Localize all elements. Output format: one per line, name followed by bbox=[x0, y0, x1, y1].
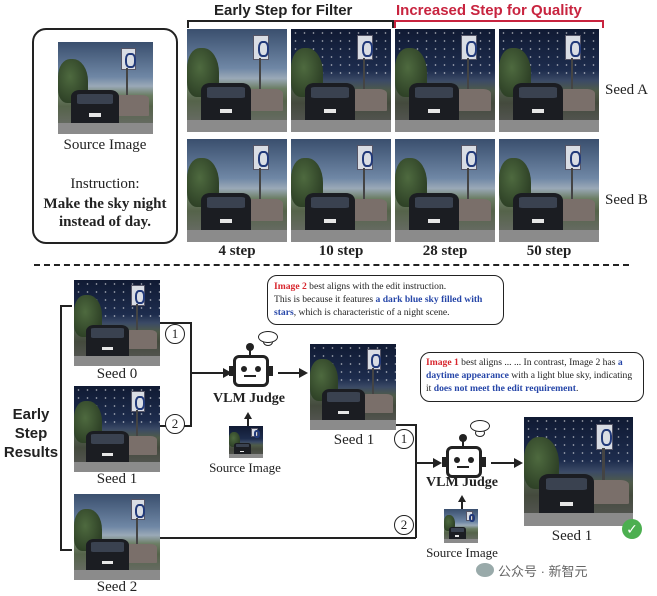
connector-vertical-1 bbox=[190, 322, 192, 426]
bubble2-image-ref: Image 1 bbox=[426, 357, 459, 368]
grid-image-a-28 bbox=[395, 29, 495, 132]
seed-a-label: Seed A bbox=[605, 82, 648, 98]
header-increased-step: Increased Step for Quality bbox=[396, 2, 582, 19]
bubble1-highlight: a dark blue sky filled with stars bbox=[274, 294, 483, 318]
seed-0-image bbox=[74, 280, 160, 366]
circle-2-judge2: 2 bbox=[394, 515, 414, 535]
judge1-response-bubble: Image 2 best aligns with the edit instru… bbox=[267, 275, 504, 325]
vlm-judge-label-1: VLM Judge bbox=[213, 391, 285, 406]
seed-1-image bbox=[74, 386, 160, 472]
seed-2-image bbox=[74, 494, 160, 580]
source-panel bbox=[32, 28, 178, 244]
circle-1-judge2: 1 bbox=[394, 429, 414, 449]
grid-image-b-4 bbox=[187, 139, 287, 242]
connector-to-judge1 bbox=[190, 372, 223, 374]
source-image bbox=[58, 42, 153, 134]
source-image-caption: Source Image bbox=[63, 137, 147, 153]
brace-filter bbox=[187, 20, 394, 28]
vlm-judge-label-2: VLM Judge bbox=[426, 475, 498, 490]
early-results-bracket bbox=[60, 305, 72, 551]
connector-src-1 bbox=[247, 418, 249, 426]
grid-image-a-10 bbox=[291, 29, 391, 132]
connector-seed2 bbox=[160, 537, 416, 539]
winner1-caption: Seed 1 bbox=[333, 432, 375, 448]
robot-ear-right-2 bbox=[482, 457, 486, 467]
judge2-response-bubble: Image 1 best aligns ... ... In contrast,… bbox=[420, 352, 644, 402]
bubble2-text-b: with a light blue sky, indicating it bbox=[426, 370, 633, 394]
final-winner-image bbox=[524, 417, 633, 526]
bubble1-text-a: best aligns with the edit instruction. bbox=[306, 281, 447, 292]
robot-ear-right-1 bbox=[269, 366, 273, 376]
source-caption-1: Source Image bbox=[209, 460, 281, 475]
early-step-results-label: Early Step Results bbox=[3, 406, 59, 461]
step-label-50: 50 step bbox=[526, 243, 572, 259]
connector-winner1-right bbox=[396, 424, 416, 426]
connector-seed0 bbox=[160, 322, 190, 324]
arrow-to-final bbox=[514, 458, 523, 468]
source-thumb-1 bbox=[229, 426, 263, 458]
connector-judge1-out bbox=[278, 372, 300, 374]
step-label-10: 10 step bbox=[318, 243, 364, 259]
watermark-text: 公众号 · 新智元 bbox=[498, 564, 588, 579]
header-early-step: Early Step for Filter bbox=[214, 2, 353, 19]
seed-b-label: Seed B bbox=[605, 192, 648, 208]
bubble2-text-a: best aligns ... ... In contrast, Image 2… bbox=[458, 357, 618, 368]
grid-image-a-4 bbox=[187, 29, 287, 132]
source-caption-2: Source Image bbox=[426, 545, 498, 560]
step-label-4: 4 step bbox=[218, 243, 256, 259]
robot-ear-left-1 bbox=[229, 366, 233, 376]
circle-1-judge1: 1 bbox=[165, 324, 185, 344]
check-icon: ✓ bbox=[622, 519, 642, 539]
arrow-to-judge2 bbox=[433, 458, 442, 468]
source-thumb-2 bbox=[444, 509, 478, 543]
grid-image-b-28 bbox=[395, 139, 495, 242]
arrow-up-2 bbox=[458, 495, 466, 502]
bubble1-text-b: This is because it features bbox=[274, 294, 376, 305]
arrow-to-winner1 bbox=[299, 368, 308, 378]
seed-2-caption: Seed 2 bbox=[96, 579, 138, 595]
grid-image-a-50 bbox=[499, 29, 599, 132]
step-label-28: 28 step bbox=[422, 243, 468, 259]
bubble2-highlight-a: a daytime appearance bbox=[426, 357, 623, 381]
brace-quality bbox=[394, 20, 604, 28]
bubble2-highlight-b: does not meet the edit requirement bbox=[433, 383, 576, 394]
connector-judge2-out bbox=[491, 462, 515, 464]
wechat-icon bbox=[476, 563, 494, 577]
robot-icon bbox=[233, 355, 269, 387]
arrow-to-judge1 bbox=[223, 368, 232, 378]
winner1-image bbox=[310, 344, 396, 430]
bubble1-text-c: , which is characteristic of a night sce… bbox=[293, 307, 450, 318]
robot-antenna-2 bbox=[459, 434, 467, 446]
bubble1-image-ref: Image 2 bbox=[274, 281, 307, 292]
grid-image-b-50 bbox=[499, 139, 599, 242]
instruction-text: Make the sky night instead of day. bbox=[43, 196, 167, 230]
grid-image-b-10 bbox=[291, 139, 391, 242]
circle-2-judge1: 2 bbox=[165, 414, 185, 434]
connector-to-judge2 bbox=[415, 462, 434, 464]
section-divider bbox=[34, 264, 629, 266]
robot-ear-left-2 bbox=[442, 457, 446, 467]
bubble2-text-c: . bbox=[575, 383, 579, 394]
robot-icon bbox=[446, 446, 482, 478]
arrow-up-1 bbox=[244, 412, 252, 419]
thought-bubble-2 bbox=[470, 420, 490, 432]
connector-vertical-2 bbox=[415, 424, 417, 538]
seed-1-caption: Seed 1 bbox=[96, 471, 138, 487]
instruction-label: Instruction: bbox=[70, 176, 140, 192]
final-winner-caption: Seed 1 bbox=[551, 528, 593, 544]
connector-src-2 bbox=[461, 501, 463, 509]
thought-bubble-1 bbox=[258, 331, 278, 343]
robot-antenna-1 bbox=[246, 343, 254, 355]
seed-0-caption: Seed 0 bbox=[96, 366, 138, 382]
